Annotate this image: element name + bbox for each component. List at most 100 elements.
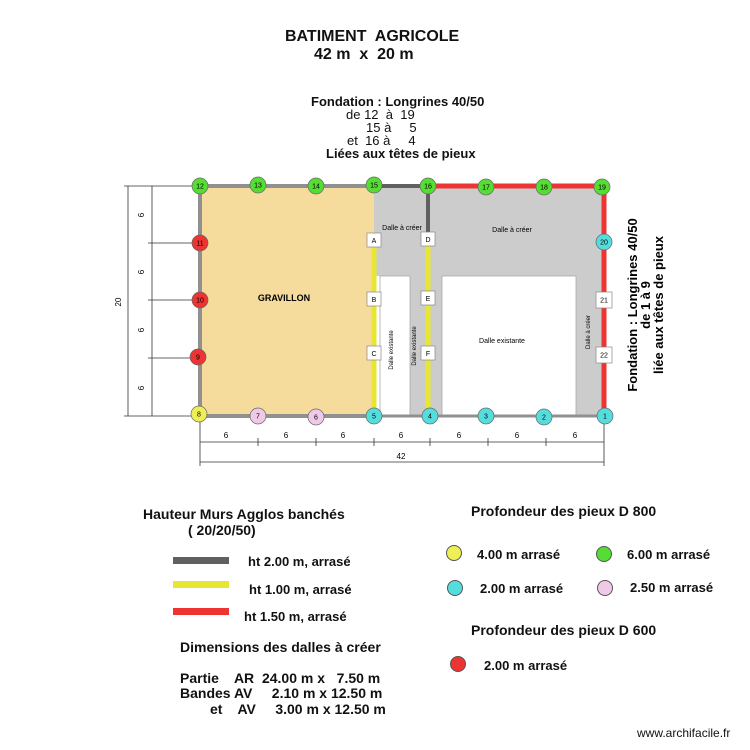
dim-left-3: 6	[137, 327, 146, 332]
foundation-note-line2: de 12 à 19	[346, 107, 415, 122]
pile-5-label: 5	[372, 414, 376, 421]
piles800-legend-title: Profondeur des pieux D 800	[471, 503, 657, 519]
gravel-label: GRAVILLON	[258, 293, 310, 303]
foundation-note-line5: Liées aux têtes de pieux	[326, 146, 476, 161]
dim-left-2: 6	[137, 269, 146, 274]
walls-legend-title1: Hauteur Murs Agglos banchés	[143, 506, 345, 522]
dim-bottom-2: 6	[284, 431, 289, 440]
pile-20-label: 20	[600, 240, 608, 247]
walls-legend-title2: ( 20/20/50)	[188, 522, 256, 538]
marker-f: F	[426, 351, 430, 358]
dim-left-4: 6	[137, 385, 146, 390]
dim-bottom-1: 6	[224, 431, 229, 440]
pile-8-circle	[190, 405, 208, 423]
slabs-legend-row1: Partie AR 24.00 m x 7.50 m	[180, 670, 381, 686]
title-line2: 42 m x 20 m	[314, 46, 414, 63]
slab-create-right	[428, 188, 604, 276]
slab-existing-band1-label: Dalle existante	[389, 330, 395, 370]
title-line1: BATIMENT AGRICOLE	[285, 28, 460, 45]
foundation-note-line1: Fondation : Longrines 40/50	[311, 94, 485, 109]
pile-4-label: 4	[428, 414, 432, 421]
marker-box-b	[366, 291, 382, 307]
pile-18-circle	[535, 178, 553, 196]
foundation-note-line4: et 16 à 4	[347, 133, 416, 148]
marker-box-d	[420, 231, 436, 247]
wall-legend-red: ht 1.50 m, arrasé	[244, 609, 347, 624]
pile-4-circle	[421, 407, 439, 425]
pile-1-circle	[596, 407, 614, 425]
pile-15-label: 15	[370, 183, 378, 190]
footer-site[interactable]: www.archifacile.fr	[637, 726, 731, 740]
pile-13-label: 13	[254, 183, 262, 190]
wall-swatch-red	[173, 608, 229, 615]
dim-bottom-7: 6	[573, 431, 578, 440]
pile-11-circle	[191, 234, 209, 252]
side-note-line2: de 1 à 9	[638, 281, 653, 329]
pile-12-circle	[191, 177, 209, 195]
dim-total-bottom: 42	[397, 452, 406, 461]
pile-legend-yellow: 4.00 m arrasé	[477, 547, 561, 562]
slabs-legend-row3: et AV 3.00 m x 12.50 m	[210, 701, 386, 717]
slab-existing-main	[441, 275, 577, 417]
slab-band-left	[410, 276, 428, 416]
pile-16-circle	[419, 177, 437, 195]
pile-15-circle	[365, 176, 383, 194]
pile-12-label: 12	[196, 184, 204, 191]
slabs-legend-title: Dimensions des dalles à créer	[180, 639, 381, 655]
marker-box-c	[366, 345, 382, 361]
pile-10-label: 10	[196, 298, 204, 305]
dim-left-1: 6	[137, 212, 146, 217]
pile-13-circle	[249, 176, 267, 194]
dim-bottom-6: 6	[515, 431, 520, 440]
dim-total-left: 20	[114, 297, 123, 306]
pile-3-label: 3	[484, 414, 488, 421]
pile-1-label: 1	[603, 414, 607, 421]
pile-7-label: 7	[256, 414, 260, 421]
marker-e: E	[426, 296, 431, 303]
pile-8-label: 8	[197, 412, 201, 419]
marker-d: D	[425, 237, 430, 244]
pile-legend-pink: 2.50 m arrasé	[630, 580, 714, 595]
pile-legend-cyan: 2.00 m arrasé	[480, 581, 564, 596]
pile-20-circle	[595, 233, 613, 251]
pile-22-label: 22	[600, 353, 608, 360]
pile-7-circle	[249, 407, 267, 425]
wall-legend-yellow: ht 1.00 m, arrasé	[249, 582, 352, 597]
pile-17-label: 17	[482, 185, 490, 192]
slab-existing-band1	[379, 275, 411, 417]
pile-swatch-red	[450, 656, 466, 672]
dim-bottom-3: 6	[341, 431, 346, 440]
piles600-legend-title: Profondeur des pieux D 600	[471, 622, 657, 638]
pile-2-circle	[535, 408, 553, 426]
wall-swatch-yellow	[173, 581, 229, 588]
slabs-legend-row2: Bandes AV 2.10 m x 12.50 m	[180, 685, 383, 701]
wall-swatch-grey	[173, 557, 229, 564]
pile-21-box	[595, 291, 613, 309]
pile-swatch-green	[596, 546, 612, 562]
pile-3-circle	[477, 407, 495, 425]
side-note-line3: liée aux têtes de pieux	[651, 235, 666, 374]
dim-bottom-4: 6	[399, 431, 404, 440]
gravel-zone	[200, 186, 374, 416]
pile-swatch-yellow	[446, 545, 462, 561]
pile-19-circle	[593, 178, 611, 196]
wall-legend-grey: ht 2.00 m, arrasé	[248, 554, 351, 569]
marker-c: C	[371, 351, 376, 358]
pile-9-circle	[189, 348, 207, 366]
slab-existing-band2-label: Dalle existante	[412, 326, 418, 366]
marker-box-f	[420, 345, 436, 361]
pile-10-circle	[191, 291, 209, 309]
pile-9-label: 9	[196, 355, 200, 362]
dim-bottom-5: 6	[457, 431, 462, 440]
pile-19-label: 19	[598, 185, 606, 192]
marker-box-a	[366, 232, 382, 248]
foundation-note-line3: 15 à 5	[366, 120, 417, 135]
slab-create-left-label: Dalle à créer	[382, 225, 422, 232]
pile-11-label: 11	[196, 241, 203, 248]
pile-legend-red: 2.00 m arrasé	[484, 658, 568, 673]
pile-16-label: 16	[424, 184, 432, 191]
pile-6-label: 6	[314, 415, 318, 422]
pile-17-circle	[477, 178, 495, 196]
pile-14-label: 14	[312, 184, 320, 191]
slab-create-vertical-label: Dalle à créer	[586, 315, 592, 349]
